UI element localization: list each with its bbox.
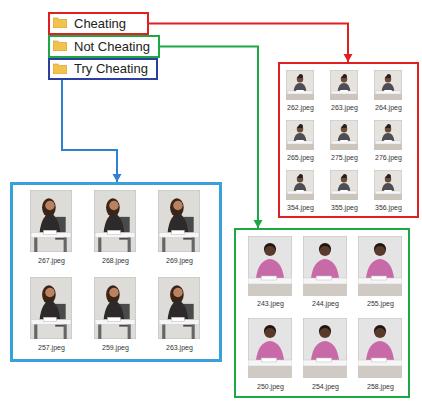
file-name: 244.jpeg (311, 299, 340, 308)
folder-label-box: Try Cheating (48, 58, 158, 80)
photo-thumbnail (30, 190, 72, 252)
folder-name: Try Cheating (74, 61, 148, 77)
folder-label-box: Not Cheating (48, 35, 160, 58)
photo-thumbnail (94, 190, 136, 252)
photo-thumbnail (358, 236, 402, 296)
folder-icon (53, 18, 67, 28)
folder-name: Cheating (74, 16, 126, 32)
photo-thumbnail (330, 170, 358, 200)
photo-thumbnail (303, 236, 347, 296)
photo-thumbnail (286, 170, 314, 200)
photo-thumbnail (248, 236, 292, 296)
connector-line (149, 24, 348, 63)
file-name: 243.jpeg (256, 299, 285, 308)
folder-name: Not Cheating (74, 39, 150, 55)
file-name: 354.jpeg (286, 203, 315, 212)
photo-thumbnail (158, 277, 200, 339)
file-name: 355.jpeg (330, 203, 359, 212)
photo-thumbnail (30, 277, 72, 339)
file-name: 250.jpeg (256, 382, 285, 391)
file-name: 258.jpeg (366, 382, 395, 391)
photo-thumbnail (286, 120, 314, 150)
photo-thumbnail (358, 318, 402, 378)
file-name: 255.jpeg (366, 299, 395, 308)
file-name: 257.jpeg (37, 343, 66, 352)
image-panel: 262.jpeg 263.jpeg 264.jpeg 265.jpeg 275.jpeg… (278, 62, 419, 218)
file-name: 267.jpeg (37, 256, 66, 265)
connector-line (160, 47, 258, 229)
folder-icon (53, 41, 67, 51)
file-name: 262.jpeg (286, 103, 315, 112)
photo-thumbnail (330, 70, 358, 100)
file-name: 263.jpeg (330, 103, 359, 112)
file-name: 259.jpeg (101, 343, 130, 352)
file-name: 265.jpeg (286, 153, 315, 162)
photo-thumbnail (248, 318, 292, 378)
arrow-head (344, 54, 353, 62)
file-name: 275.jpeg (330, 153, 359, 162)
image-panel: 267.jpeg 268.jpeg 269.jpeg 257.jpeg 259.jpeg… (10, 182, 222, 362)
photo-thumbnail (303, 318, 347, 378)
connector-arrow (160, 47, 263, 229)
arrow-head (113, 174, 122, 182)
photo-thumbnail (374, 70, 402, 100)
photo-thumbnail (286, 70, 314, 100)
file-name: 263.jpeg (165, 343, 194, 352)
photo-thumbnail (374, 170, 402, 200)
file-name: 356.jpeg (374, 203, 403, 212)
photo-thumbnail (94, 277, 136, 339)
connector-arrow (62, 80, 122, 182)
file-name: 268.jpeg (101, 256, 130, 265)
folder-label-box: Cheating (48, 12, 149, 35)
file-name: 269.jpeg (165, 256, 194, 265)
connector-arrow (149, 24, 353, 63)
file-name: 264.jpeg (374, 103, 403, 112)
photo-thumbnail (330, 120, 358, 150)
folder-icon (53, 64, 67, 74)
file-name: 276.jpeg (374, 153, 403, 162)
arrow-head (254, 220, 263, 228)
image-panel: 243.jpeg 244.jpeg 255.jpeg 250.jpeg 254.jpeg… (234, 228, 410, 398)
connector-line (62, 80, 117, 182)
file-name: 254.jpeg (311, 382, 340, 391)
photo-thumbnail (374, 120, 402, 150)
photo-thumbnail (158, 190, 200, 252)
